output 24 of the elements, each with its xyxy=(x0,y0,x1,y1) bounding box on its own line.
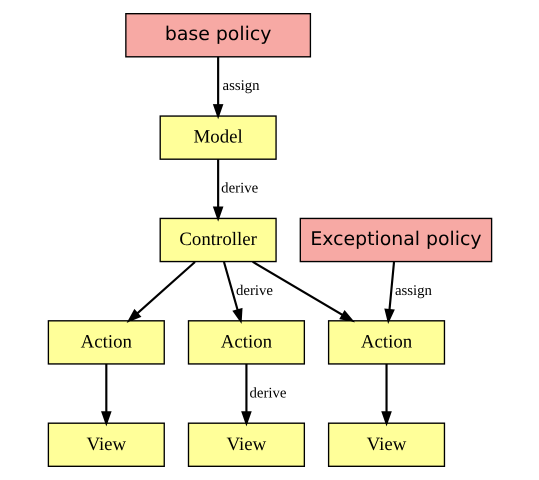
arrow xyxy=(126,261,196,323)
arrow xyxy=(212,57,223,120)
node-box: Action xyxy=(187,320,305,365)
node-box: Controller xyxy=(159,218,276,262)
node-box: View xyxy=(47,422,164,467)
arrow xyxy=(222,262,242,324)
arrow xyxy=(240,364,252,426)
node-box: View xyxy=(187,422,305,467)
node-box: Model xyxy=(159,115,276,160)
node-box: Action xyxy=(47,320,164,365)
edge-label: assign xyxy=(222,78,260,94)
arrow xyxy=(100,364,112,426)
node-box: View xyxy=(327,422,445,467)
node-box: Exceptional policy xyxy=(299,218,492,262)
arrow xyxy=(384,262,395,324)
arrow xyxy=(212,160,223,222)
edge-label: derive xyxy=(220,180,258,197)
node-box: base policy xyxy=(124,13,311,58)
node-box: Action xyxy=(327,320,445,365)
arrow xyxy=(380,364,392,426)
edge-label: assign xyxy=(394,282,432,299)
arrow xyxy=(252,260,354,322)
edge-label: derive xyxy=(236,282,272,299)
edge-label: derive xyxy=(248,385,286,402)
